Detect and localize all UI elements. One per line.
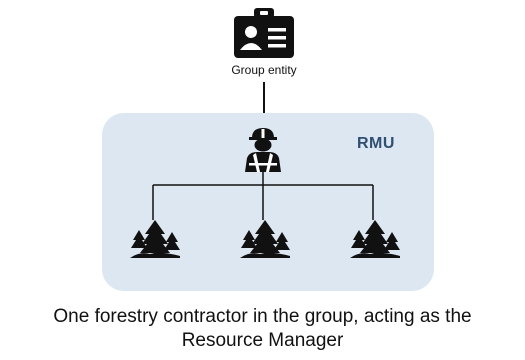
caption-line-2: Resource Manager: [181, 330, 344, 351]
group-entity-label: Group entity: [214, 60, 314, 80]
id-badge-icon: [234, 8, 294, 58]
worker-hardhat-icon: [245, 128, 281, 172]
rmu-label: RMU: [357, 135, 395, 152]
caption: One forestry contractor in the group, ac…: [0, 305, 525, 353]
caption-line-1: One forestry contractor in the group, ac…: [53, 306, 472, 327]
forest-icon: [240, 220, 290, 258]
group-to-manager-connector: [263, 82, 265, 116]
forest-icon: [350, 220, 400, 258]
forest-icon: [130, 220, 180, 258]
